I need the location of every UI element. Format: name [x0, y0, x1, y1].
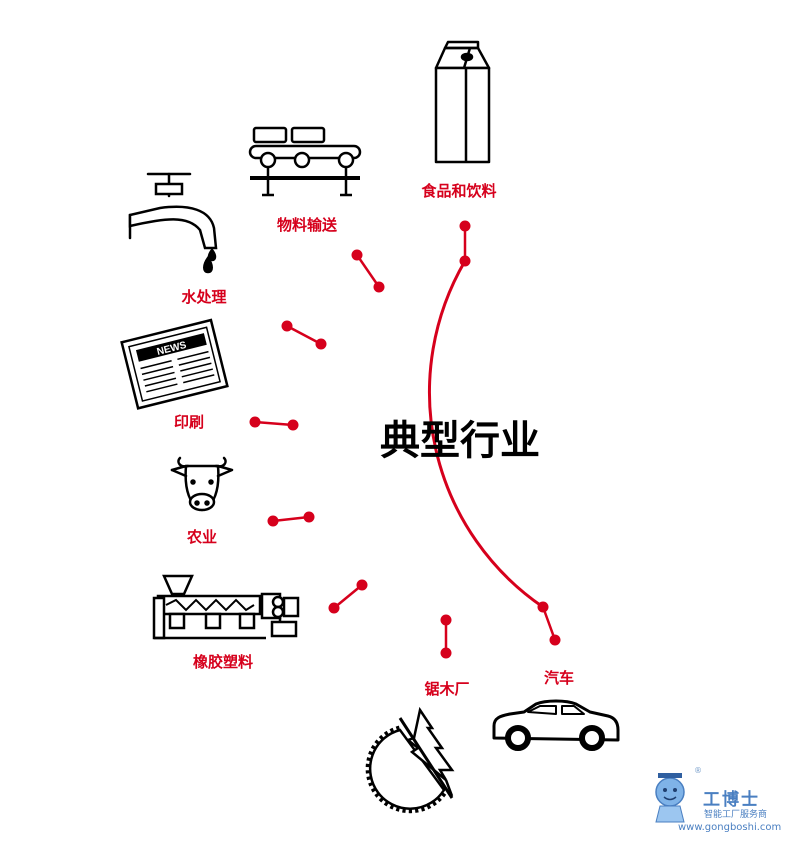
watermark-brand: 工博士 — [703, 790, 760, 810]
watermark-mascot-icon — [655, 773, 685, 823]
extruder-icon — [152, 574, 300, 640]
label-sawmill: 锯木厂 — [424, 680, 470, 698]
connector-arc — [428, 260, 544, 609]
branch-printing — [249, 416, 299, 431]
branch-sawmill — [440, 614, 452, 659]
label-printing: 印刷 — [173, 413, 205, 431]
saw-blade-tree-icon — [365, 706, 455, 814]
branch-conveyor — [351, 249, 385, 293]
branch-agriculture — [267, 511, 315, 527]
branch-water — [281, 320, 327, 350]
label-material-handling: 物料输送 — [276, 216, 338, 234]
watermark-tagline: 智能工厂服务商 — [704, 810, 768, 820]
label-water-treatment: 水处理 — [181, 288, 227, 306]
branch-food — [459, 220, 471, 267]
conveyor-belt-icon — [248, 126, 362, 197]
water-faucet-icon — [128, 172, 218, 274]
branch-auto — [537, 601, 561, 646]
label-automotive: 汽车 — [543, 669, 575, 687]
label-rubber-plastics: 橡胶塑料 — [192, 653, 254, 671]
branch-rubber — [328, 579, 368, 614]
newspaper-icon: NEWS — [120, 318, 229, 410]
diagram-title: 典型行业 — [380, 418, 540, 464]
watermark-registered: ® — [694, 766, 702, 775]
label-agriculture: 农业 — [186, 528, 218, 546]
milk-carton-icon — [434, 40, 491, 164]
label-food-beverage: 食品和饮料 — [421, 182, 497, 200]
car-icon — [492, 699, 620, 751]
watermark-url[interactable]: www.gongboshi.com — [678, 822, 782, 833]
cow-icon — [170, 456, 234, 512]
